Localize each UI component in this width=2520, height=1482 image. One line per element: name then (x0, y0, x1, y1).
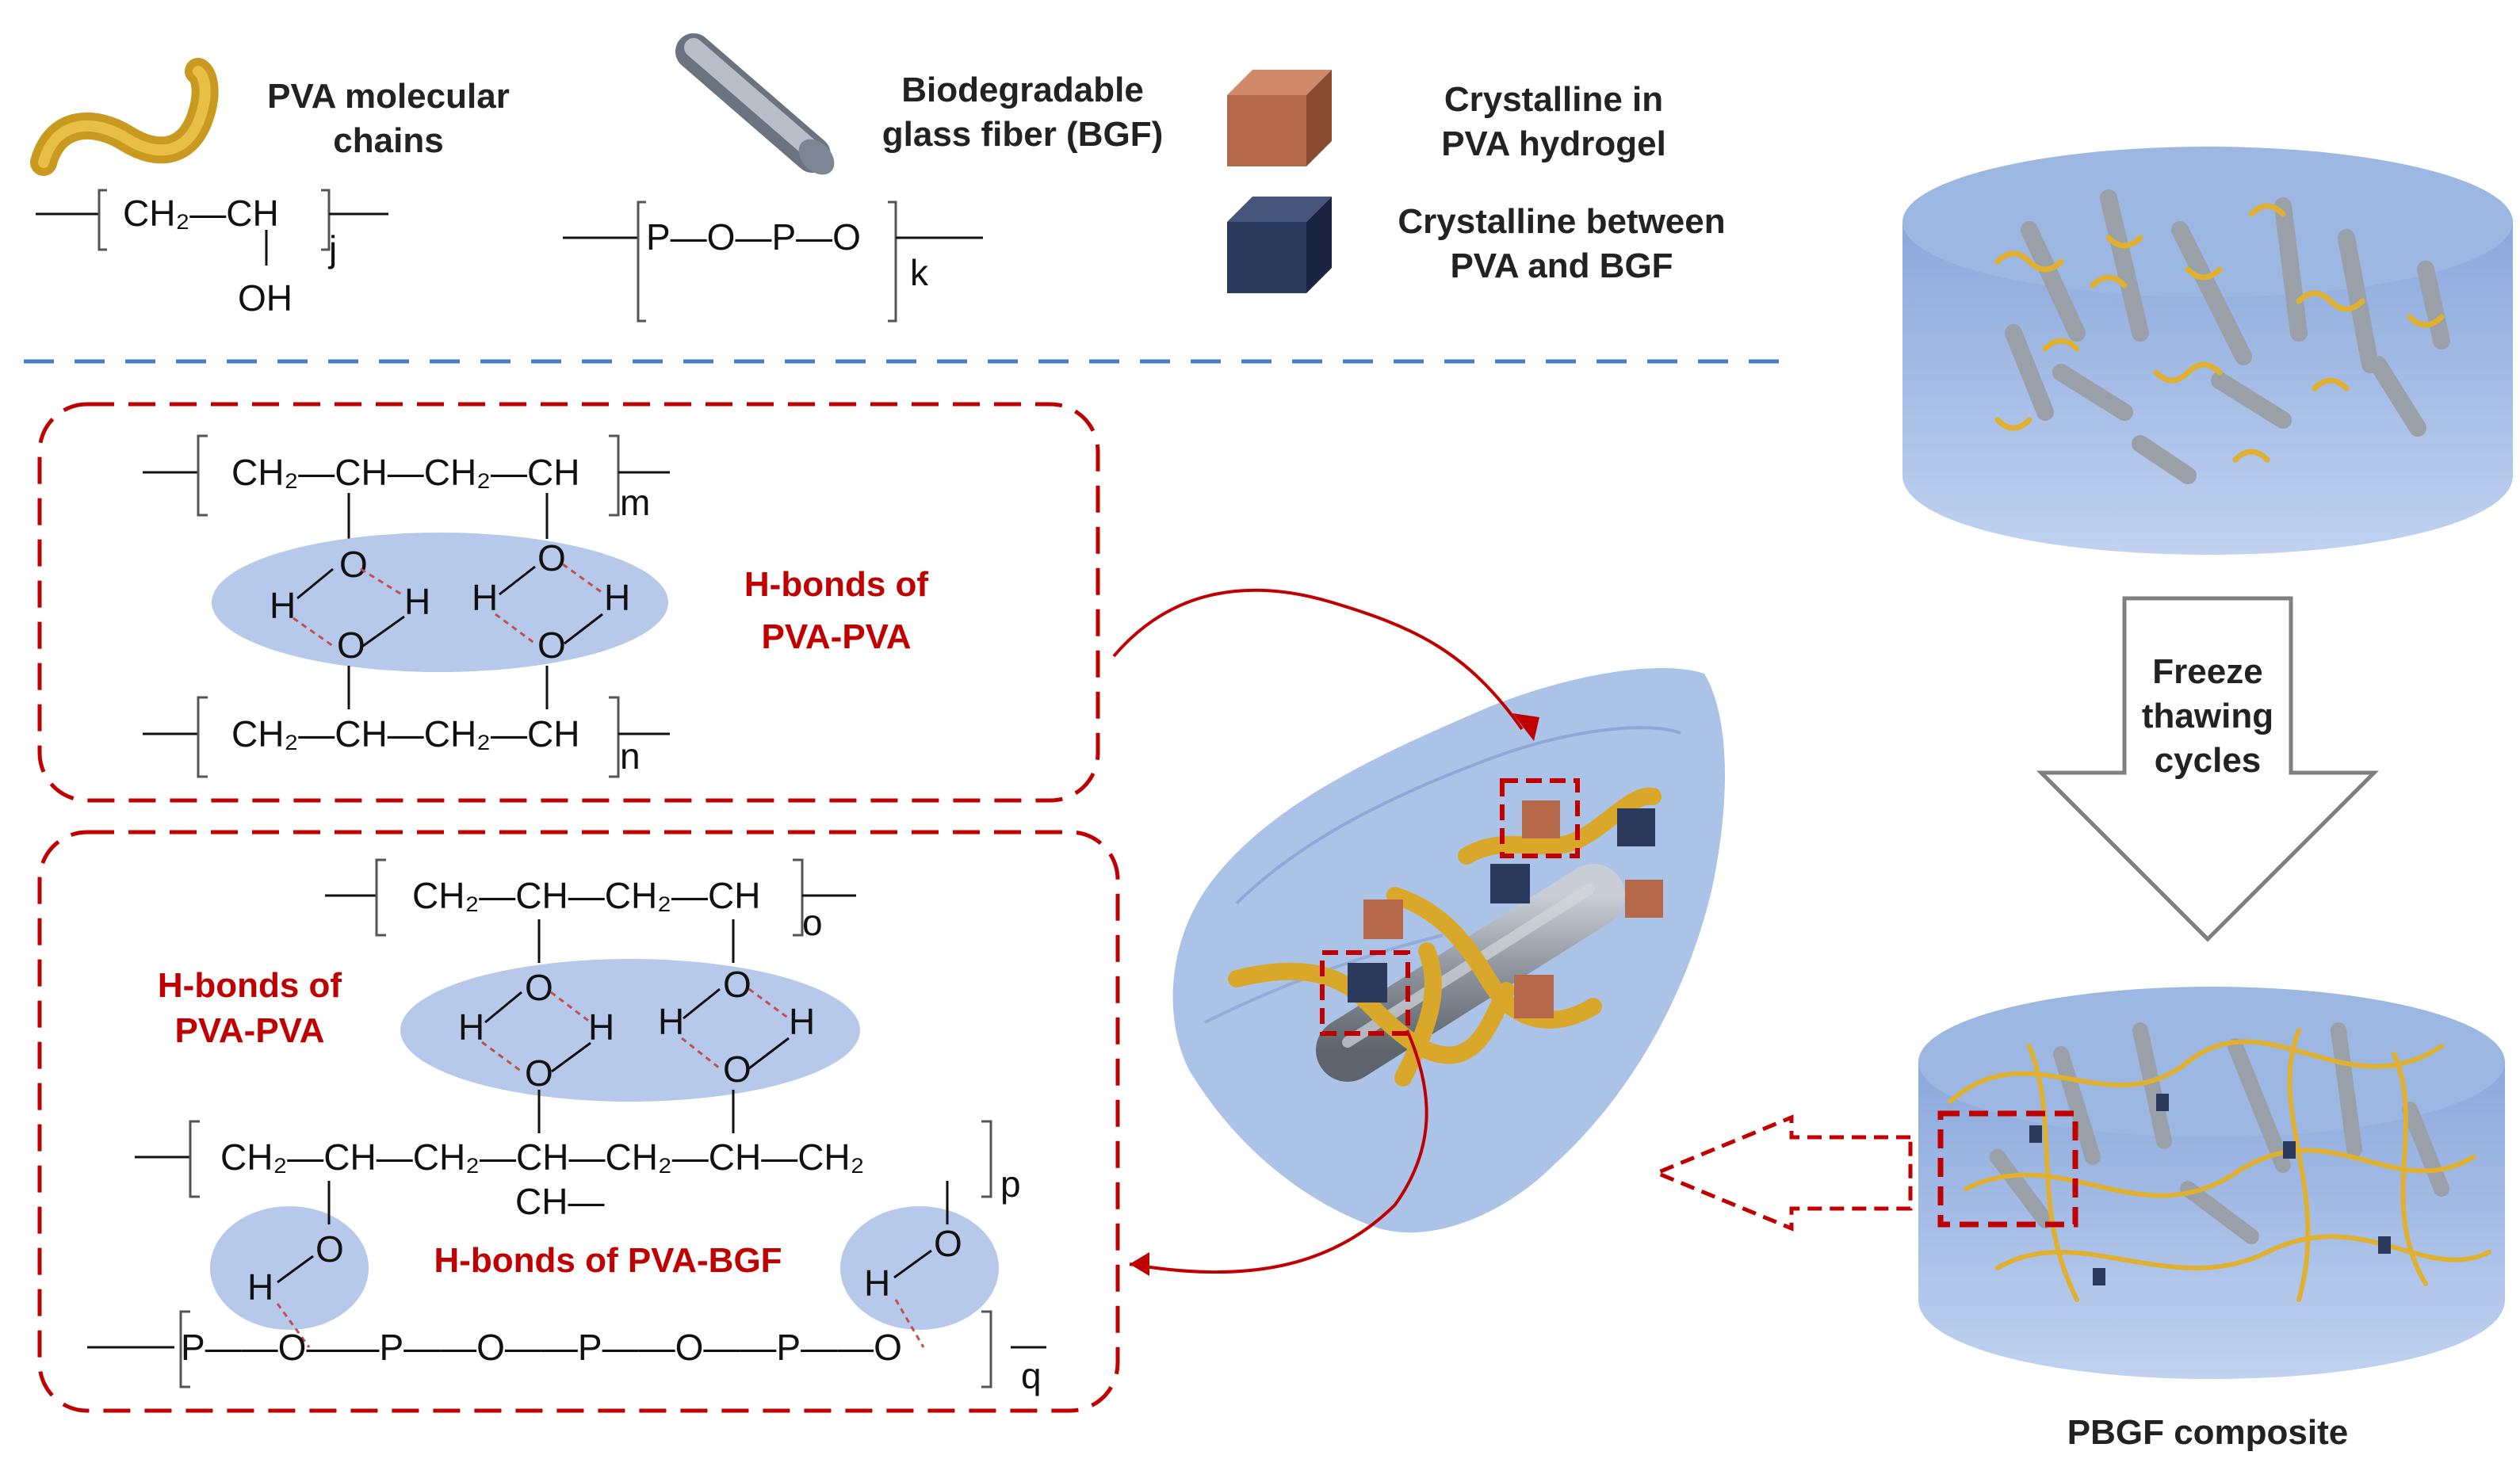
pva-formula: CH₂—CH j OH (36, 189, 388, 319)
box2-o4: O (723, 1048, 751, 1090)
box1-title-line1: H-bonds of (744, 565, 929, 604)
box2-top-chain: CH₂—CH—CH₂—CH (412, 875, 760, 916)
pva-legend-label-line2: chains (333, 121, 443, 160)
box2-h1: H (458, 1006, 484, 1048)
box1-h2: H (404, 581, 430, 622)
pva-pva-hbond-panel: CH₂—CH—CH₂—CH m O H H O O H H O CH₂—CH—C… (37, 402, 1100, 803)
box2-h2: H (588, 1006, 614, 1048)
box1-bottom-chain: CH₂—CH—CH₂—CH (231, 713, 579, 754)
box2-pva-label-line1: H-bonds of (158, 966, 342, 1005)
box2-bottom-chain: P——O——P——O——P——O——P——O (181, 1327, 902, 1368)
box2-bgf-o1: O (315, 1228, 344, 1270)
box2-mid-branch: CH— (515, 1181, 604, 1222)
bgf-fiber-icon (675, 33, 835, 175)
pbgf-composite-cylinder (1918, 987, 2505, 1379)
freeze-thaw-arrow: Freeze thawing cycles (2036, 596, 2380, 942)
box1-title-line2: PVA-PVA (761, 617, 911, 656)
box1-top-sub: m (620, 482, 650, 523)
arrow-label-line2: thawing (2142, 697, 2273, 735)
arrow-label-line1: Freeze (2152, 652, 2262, 691)
pva-legend-label-line1: PVA molecular (267, 77, 510, 116)
cryst-bgf-label-line1: Crystalline between (1398, 202, 1725, 241)
box1-bottom-sub: n (620, 735, 641, 777)
box2-top-sub: o (802, 902, 823, 943)
bgf-legend-label-line2: glass fiber (BGF) (882, 115, 1164, 154)
box2-bgf-h2: H (864, 1262, 890, 1304)
box1-o4: O (537, 625, 566, 666)
box2-bgf-label: H-bonds of PVA-BGF (434, 1241, 782, 1280)
zoom-arrow (1651, 1114, 1913, 1232)
bgf-formula-main: P—O—P—O (646, 216, 861, 258)
box2-mid-sub: p (1000, 1163, 1021, 1205)
legend: PVA molecular chains CH₂—CH j OH Biodegr… (30, 33, 1726, 323)
box1-o1: O (339, 544, 368, 585)
box1-h1: H (270, 585, 296, 626)
pva-formula-side: OH (238, 277, 293, 319)
bgf-formula-sub: k (910, 252, 929, 293)
box1-h4: H (604, 577, 630, 618)
bgf-legend-label-line1: Biodegradable (901, 71, 1144, 109)
cryst-pva-label-line2: PVA hydrogel (1441, 124, 1666, 163)
box1-o3: O (537, 537, 566, 579)
box2-o1: O (525, 967, 553, 1008)
box2-bottom-sub: q (1021, 1355, 1042, 1396)
pva-bgf-interaction-3d (1172, 668, 1726, 1233)
composite-label: PBGF composite (2067, 1413, 2349, 1452)
connector-pva-bgf (1129, 1029, 1428, 1274)
box1-h3: H (472, 577, 498, 618)
crystalline-pva-cube-icon (1227, 70, 1332, 166)
pva-formula-main: CH₂—CH (123, 193, 279, 234)
pva-formula-sub: j (327, 228, 337, 269)
box2-h3: H (658, 1001, 684, 1042)
box2-mid-chain: CH₂—CH—CH₂—CH—CH₂—CH—CH₂ (220, 1136, 865, 1178)
box1-o2: O (337, 625, 365, 666)
hydrogel-before-cylinder (1902, 147, 2513, 555)
crystalline-bgf-cube-icon (1227, 197, 1332, 293)
cryst-bgf-label-line2: PVA and BGF (1450, 246, 1673, 285)
connector-pva-pva (1112, 588, 1524, 731)
box2-bgf-o2: O (934, 1223, 962, 1264)
bgf-formula: P—O—P—O k (563, 201, 983, 323)
cryst-pva-label-line1: Crystalline in (1444, 80, 1663, 119)
box1-top-chain: CH₂—CH—CH₂—CH (231, 452, 579, 493)
box2-pva-label-line2: PVA-PVA (174, 1011, 324, 1050)
arrow-label-line3: cycles (2155, 741, 2262, 780)
box2-h4: H (789, 1001, 815, 1042)
box2-o2: O (525, 1052, 553, 1094)
box2-o3: O (723, 964, 751, 1005)
box2-bgf-h1: H (247, 1266, 273, 1308)
pva-bgf-hbond-panel: CH₂—CH—CH₂—CH o O H H O O H H O H-bonds … (37, 830, 1120, 1413)
